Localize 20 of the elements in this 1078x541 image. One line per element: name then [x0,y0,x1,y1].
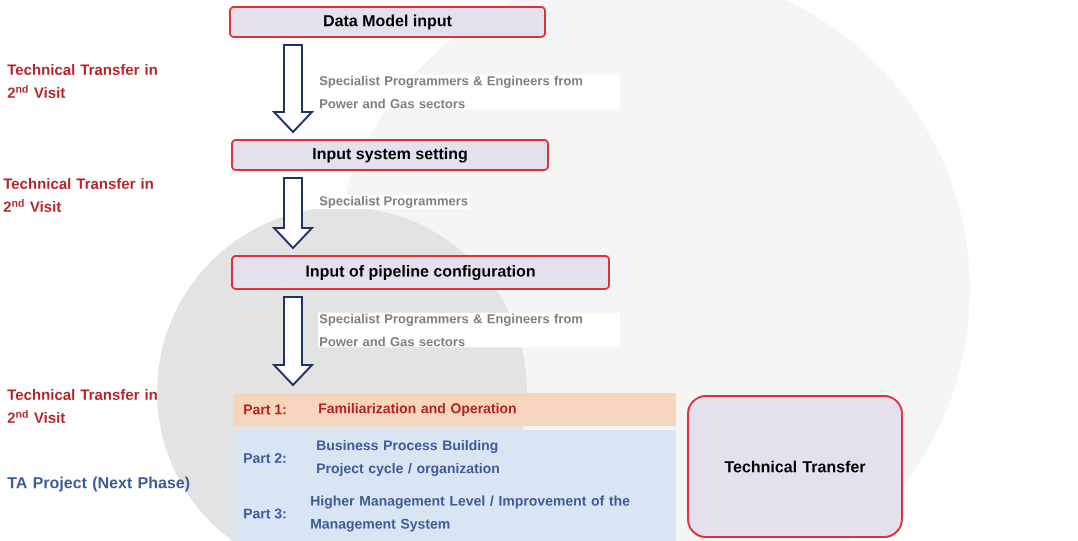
node-label: Higher Management Level / Improvement of the Management System [311,495,630,532]
step-box: Input of pipeline configuration [231,255,610,290]
part-band: Part 2: Business Process Building Project cycle / organization [233,430,676,486]
step-box: Data Model input [229,6,546,38]
node-label: Business Process Building Project cycle / organization [317,439,499,477]
side-label: Technical Transfer in 2$^{nd}$ Visit [7,64,157,98]
node-label: Part 2: [244,453,286,463]
block-arrow [271,177,315,250]
block-arrow [271,44,315,134]
part-band: Part 3: Higher Management Level / Improvement of the Management System [233,486,676,541]
side-label: Technical Transfer in 2$^{nd}$ Visit [7,389,157,423]
part-band: Part 1: Familiarization and Operation [233,393,676,426]
node-label: Part 3: [244,508,286,519]
edge-label: Specialist Programmers & Engineers from Power and Gas sectors [318,74,621,110]
result-box: Technical Transfer [687,395,903,538]
step-box: Input system setting [231,139,549,171]
block-arrow [271,296,315,387]
side-label: Technical Transfer in 2$^{nd}$ Visit [3,178,153,212]
side-label: TA Project (Next Phase) [7,476,190,492]
edge-label: Specialist Programmers & Engineers from Power and Gas sectors [318,312,621,348]
